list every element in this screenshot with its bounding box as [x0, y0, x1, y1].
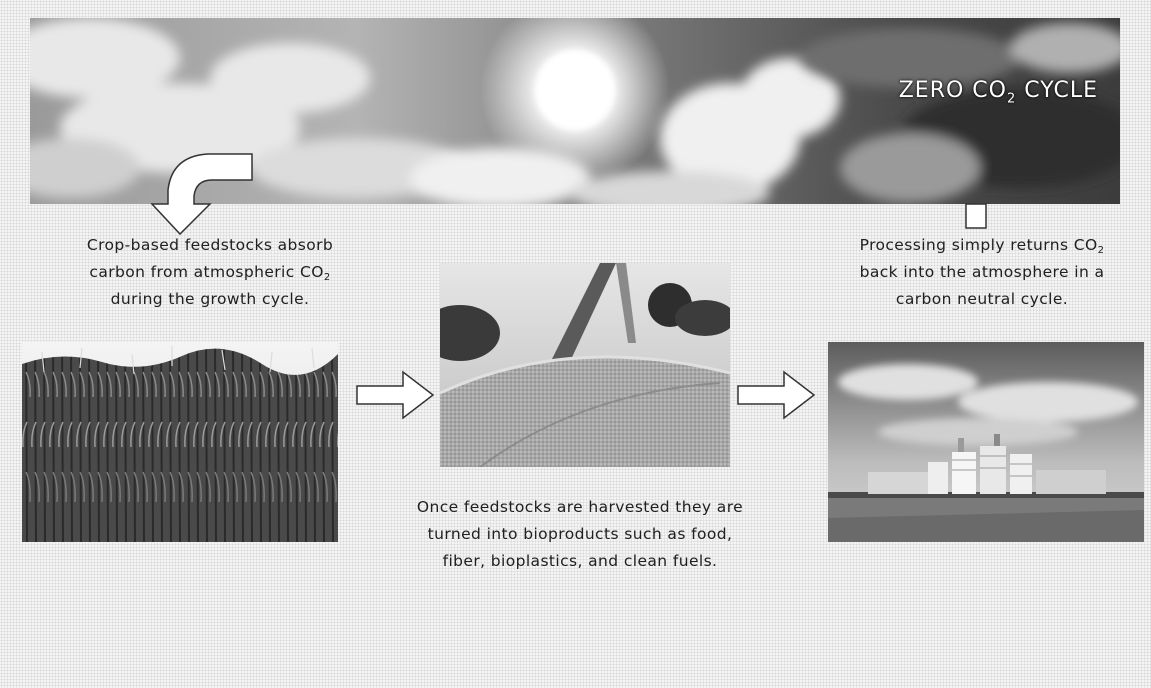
caption-process-line-1-text: Processing simply returns CO [859, 236, 1098, 254]
banner-title-subscript: 2 [1006, 91, 1017, 107]
caption-process: Processing simply returns CO2 back into … [802, 232, 1151, 313]
caption-absorb-line-1: Crop-based feedstocks absorb [86, 236, 334, 254]
caption-harvest: Once feedstocks are harvested they are t… [360, 494, 800, 575]
caption-absorb-line-2-text: carbon from atmospheric CO [89, 263, 324, 281]
banner-title-text: ZERO CO [898, 78, 1007, 103]
caption-absorb-subscript: 2 [323, 272, 331, 283]
banner-title-suffix: CYCLE [1016, 78, 1098, 103]
processing-plant-photo [828, 342, 1144, 542]
caption-harvest-line-3: fiber, bioplastics, and clean fuels. [442, 552, 718, 570]
right-arrow-icon [737, 370, 816, 420]
grain-harvest-photo [440, 263, 730, 467]
sky-banner: ZERO CO2 CYCLE [30, 18, 1120, 204]
right-arrow-icon [356, 370, 435, 420]
up-arrow-icon [965, 203, 987, 229]
curved-down-arrow-icon [150, 153, 253, 236]
caption-absorb: Crop-based feedstocks absorb carbon from… [10, 232, 410, 313]
caption-absorb-line-2: carbon from atmospheric CO2 [10, 259, 410, 286]
caption-harvest-line-1: Once feedstocks are harvested they are [416, 498, 744, 516]
sky-clouds-image [30, 18, 1120, 204]
caption-process-subscript: 2 [1097, 245, 1105, 256]
caption-process-line-3: carbon neutral cycle. [895, 290, 1069, 308]
caption-harvest-line-2: turned into bioproducts such as food, [427, 525, 733, 543]
banner-title: ZERO CO2 CYCLE [899, 78, 1098, 106]
caption-process-line-1: Processing simply returns CO2 [802, 232, 1151, 259]
caption-process-line-2: back into the atmosphere in a [859, 263, 1105, 281]
caption-absorb-line-3: during the growth cycle. [110, 290, 310, 308]
corn-field-photo [22, 342, 338, 542]
